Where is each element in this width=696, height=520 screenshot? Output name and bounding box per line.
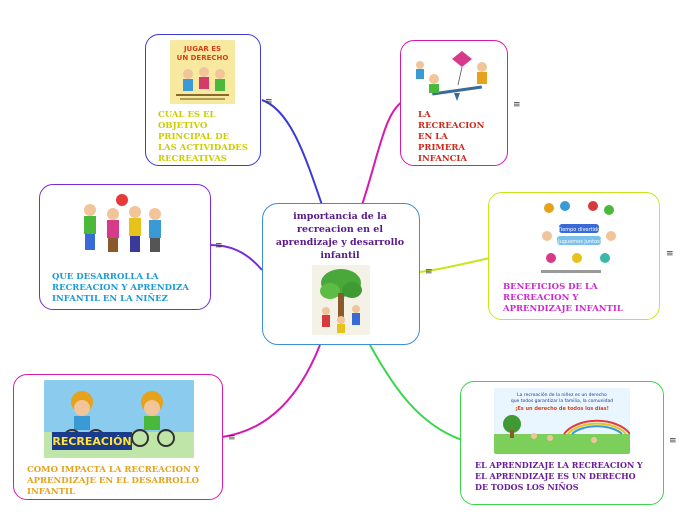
topic-objetivo-menu-icon[interactable]: ≡ — [265, 97, 273, 107]
topic-objetivo-label: CUAL ES EL OBJETIVO PRINCIPAL DE LAS ACT… — [158, 110, 248, 164]
connector-derecho — [369, 344, 463, 441]
topic-beneficios-menu-icon[interactable]: ≡ — [666, 249, 674, 259]
svg-text:JUGAR ES: JUGAR ES — [183, 45, 221, 53]
connector-objetivo — [261, 99, 323, 206]
topic-primera-infancia-label: LA RECREACION EN LA PRIMERA INFANCIA — [418, 110, 485, 164]
topic-objetivo-image: JUGAR ES UN DERECHO — [170, 40, 235, 104]
connector-impacta — [221, 344, 321, 438]
topic-desarrolla-menu-icon[interactable]: ≡ — [215, 241, 223, 251]
topic-primera-infancia-menu-icon[interactable]: ≡ — [513, 100, 521, 110]
topic-primera-infancia-image — [412, 45, 498, 107]
svg-text:¡Es un derecho de todos los dí: ¡Es un derecho de todos los días! — [515, 405, 609, 412]
topic-derecho-label: EL APRENDIZAJE LA RECREACION Y EL APREND… — [475, 460, 643, 492]
topic-desarrolla-label: QUE DESARROLLA LA RECREACION Y APRENDIZA… — [52, 272, 189, 304]
central-menu-icon[interactable]: ≡ — [425, 267, 433, 277]
connector-beneficios — [419, 257, 491, 273]
topic-derecho-image: La recreación de la niñez es un derecho … — [494, 388, 630, 454]
connector-desarrolla — [209, 244, 263, 271]
svg-text:¡Juguemos juntos!: ¡Juguemos juntos! — [556, 239, 602, 245]
svg-text:¡Tiempo divertido!: ¡Tiempo divertido! — [556, 227, 602, 233]
topic-desarrolla-image — [75, 188, 170, 262]
topic-beneficios-image: ¡Tiempo divertido! ¡Juguemos juntos! — [537, 196, 620, 278]
svg-text:que todos garantizar la famili: que todos garantizar la familia, la comu… — [511, 398, 613, 404]
topic-impacta-menu-icon[interactable]: ≡ — [228, 433, 236, 443]
topic-beneficios-label: BENEFICIOS DE LA RECREACION Y APRENDIZAJ… — [503, 282, 623, 314]
svg-text:La recreación de la niñez es u: La recreación de la niñez es un derecho — [517, 391, 607, 398]
topic-impacta-image: RECREACIÓN — [44, 380, 194, 458]
central-image — [312, 265, 370, 335]
central-title: importancia de la recreacion en el apren… — [275, 211, 405, 261]
topic-impacta-label: COMO IMPACTA LA RECREACION Y APRENDIZAJE… — [27, 465, 200, 497]
topic-derecho-menu-icon[interactable]: ≡ — [669, 436, 677, 446]
svg-text:RECREACIÓN: RECREACIÓN — [52, 435, 131, 448]
svg-text:UN DERECHO: UN DERECHO — [177, 54, 229, 62]
connector-primera-infancia — [361, 99, 406, 206]
